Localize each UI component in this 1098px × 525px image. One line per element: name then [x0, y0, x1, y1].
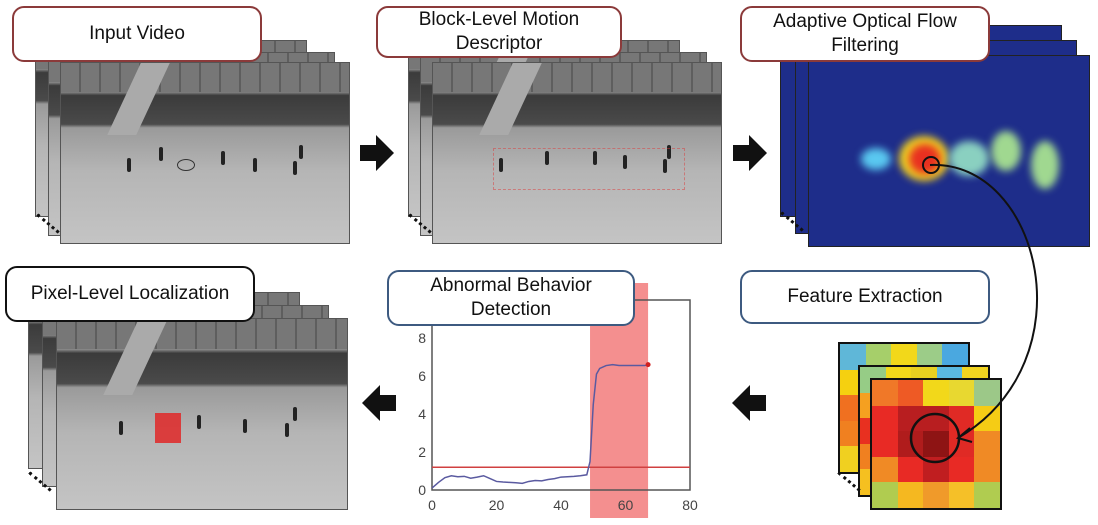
grid-cell	[923, 431, 949, 457]
x-tick-label: 80	[682, 497, 698, 513]
y-tick-label: 2	[418, 444, 426, 460]
feature-grid	[870, 378, 1002, 510]
x-tick-label: 20	[489, 497, 505, 513]
grid-cell	[897, 380, 924, 406]
localization-frame	[56, 318, 348, 510]
grid-cell	[923, 405, 949, 432]
anomaly-region	[155, 413, 181, 443]
left-arrow-icon	[730, 385, 766, 421]
focus-circle	[909, 412, 961, 464]
block-level-label: Block-Level Motion Descriptor	[376, 6, 622, 58]
feature-extraction-label: Feature Extraction	[740, 270, 990, 324]
grid-cell	[974, 456, 1000, 483]
grid-cell	[948, 380, 975, 406]
pixel-level-label: Pixel-Level Localization	[5, 266, 255, 322]
grid-cell	[872, 482, 898, 508]
left-arrow-icon	[360, 385, 396, 421]
y-tick-label: 4	[418, 406, 426, 422]
x-tick-label: 60	[618, 497, 634, 513]
grid-cell	[897, 405, 924, 432]
video-frame	[60, 62, 350, 244]
score-line	[431, 363, 649, 489]
grid-cell	[974, 431, 1000, 457]
grid-cell	[872, 456, 898, 483]
y-tick-label: 6	[418, 368, 426, 384]
y-tick-label: 8	[418, 330, 426, 346]
grid-cell	[948, 405, 975, 432]
input-video-label: Input Video	[12, 6, 262, 62]
grid-cell	[923, 482, 949, 508]
grid-cell	[872, 405, 898, 432]
grid-cell	[974, 380, 1000, 406]
grid-cell	[974, 405, 1000, 432]
motion-descriptor-frame	[432, 62, 722, 244]
end-point	[645, 362, 651, 368]
right-arrow-icon	[360, 135, 396, 171]
grid-cell	[872, 380, 898, 406]
grid-cell	[897, 456, 924, 483]
grid-cell	[923, 380, 949, 406]
abnormal-detection-label: Abnormal Behavior Detection	[387, 270, 635, 326]
grid-cell	[897, 482, 924, 508]
grid-cell	[948, 456, 975, 483]
y-tick-label: 0	[418, 482, 426, 498]
x-tick-label: 0	[428, 497, 436, 513]
grid-cell	[872, 431, 898, 457]
x-tick-label: 40	[553, 497, 569, 513]
right-arrow-icon	[733, 135, 769, 171]
grid-cell	[948, 482, 975, 508]
adaptive-flow-label: Adaptive Optical Flow Filtering	[740, 6, 990, 62]
grid-cell	[974, 482, 1000, 508]
